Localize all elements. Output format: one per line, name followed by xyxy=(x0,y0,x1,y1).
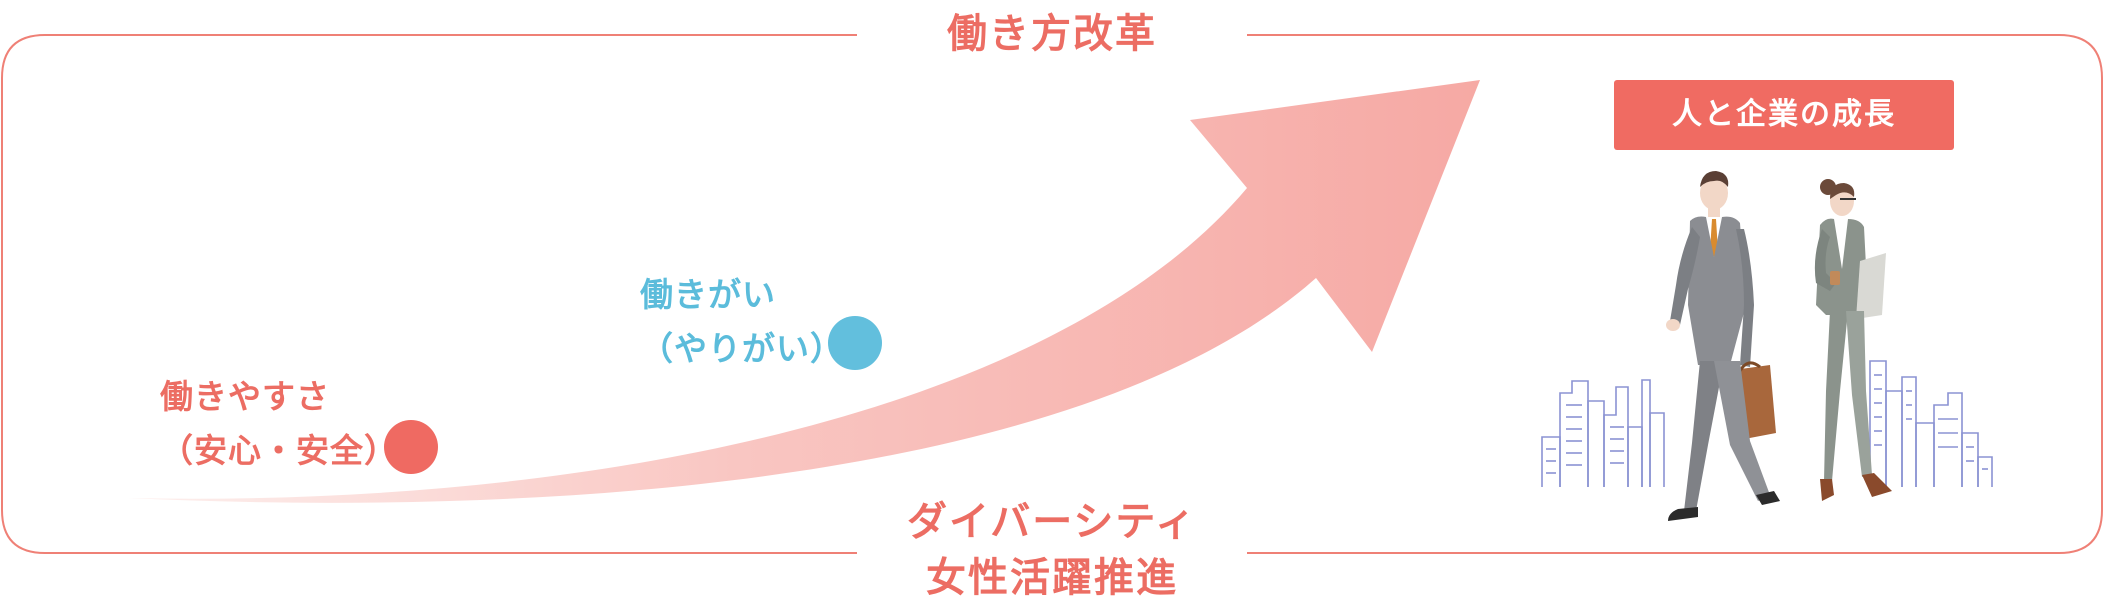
page-title: 働き方改革 xyxy=(947,11,1157,57)
stage-job-satisfaction-dot xyxy=(828,316,882,370)
businesswoman-figure xyxy=(1814,179,1892,501)
business-people-walking-illustration xyxy=(1541,171,1993,521)
result-badge: 人と企業の成長 xyxy=(1614,80,1954,150)
stage-ease-of-work-line1: 働きやすさ xyxy=(160,377,330,416)
stage-job-satisfaction-line2: （やりがい） xyxy=(640,329,844,368)
stage-ease-of-work-dot xyxy=(384,420,438,474)
growth-arrow xyxy=(128,80,1480,503)
diversity-label-line1: ダイバーシティ xyxy=(907,499,1197,545)
diversity-label: ダイバーシティ 女性活躍推進 xyxy=(857,494,1247,606)
frame-border-left xyxy=(1,34,857,554)
city-skyline-left xyxy=(1541,379,1665,487)
stage-job-satisfaction-line1: 働きがい xyxy=(640,275,776,314)
stage-ease-of-work-line2: （安心・安全） xyxy=(160,431,398,470)
stage-job-satisfaction: 働きがい （やりがい） xyxy=(640,268,844,376)
city-skyline-right xyxy=(1869,360,1993,487)
businessman-figure xyxy=(1666,171,1780,521)
stage-ease-of-work: 働きやすさ （安心・安全） xyxy=(160,370,398,478)
frame-border-right xyxy=(1247,34,2103,554)
diversity-label-line2: 女性活躍推進 xyxy=(926,555,1178,601)
